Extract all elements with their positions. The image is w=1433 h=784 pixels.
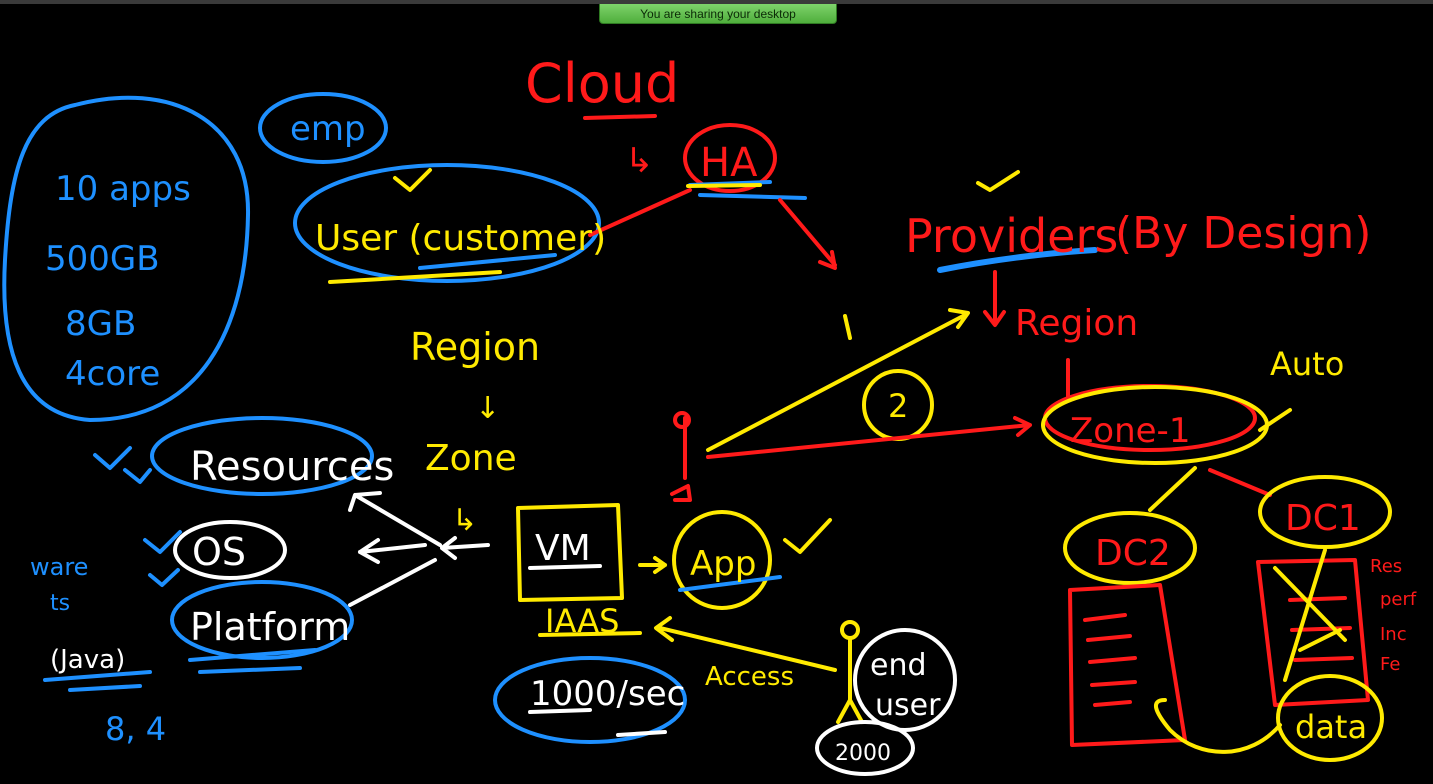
region-red-label: Region [1015, 303, 1138, 344]
arrow-to-os [358, 538, 427, 564]
spec-storage: 500GB [45, 239, 160, 279]
app-to-zone-line [706, 416, 1032, 459]
java-underline [43, 670, 152, 692]
per-sec-underline [528, 708, 667, 737]
resources-label: Resources [190, 444, 394, 490]
providers-underline [937, 247, 1098, 273]
platform-oval [170, 580, 354, 660]
providers-label: Providers [905, 209, 1118, 263]
ha-arrow-glyph: ↳ [625, 141, 654, 181]
arrow-to-platform [348, 558, 437, 607]
region-zone-arrow-glyph: ↓ [475, 391, 500, 426]
region-arrow [983, 270, 1006, 327]
os-oval [173, 520, 287, 580]
emp-label: emp [290, 109, 366, 149]
red-pin-head [673, 411, 691, 429]
dc1-rack [1256, 558, 1370, 707]
os-label: OS [192, 530, 246, 574]
java-label: (Java) [50, 645, 125, 675]
app-to-region-line [706, 308, 970, 452]
auto-label: Auto [1270, 345, 1344, 383]
app-underline [678, 575, 782, 592]
ha-label: HA [700, 140, 758, 186]
dc2-rack [1068, 583, 1187, 747]
access-label: Access [705, 662, 794, 692]
spec-cores: 4core [65, 354, 160, 394]
circle-2-label: 2 [888, 387, 908, 425]
data-label: data [1295, 708, 1367, 746]
sharing-banner[interactable]: You are sharing your desktop [599, 4, 837, 24]
data-loop [1154, 698, 1282, 754]
user-customer-label: User (customer) [315, 218, 606, 259]
iaas-underline [538, 631, 642, 637]
ha-arrow-down [778, 198, 837, 270]
dc1-label-fe: Fe [1380, 654, 1400, 675]
vm-box [516, 503, 624, 602]
auto-link [1258, 408, 1292, 432]
user-check [393, 168, 432, 192]
dc1-label: DC1 [1285, 498, 1361, 539]
red-pin [670, 416, 692, 502]
resources-oval [150, 416, 374, 496]
app-label: App [690, 544, 756, 584]
eight-four-label: 8, 4 [105, 710, 166, 748]
end-user-line-1: end [870, 648, 927, 683]
yellow-down-tick [843, 314, 852, 340]
specs-circle [2, 95, 251, 422]
zone-arrow-glyph: ↳ [452, 503, 477, 538]
emp-circle [258, 92, 388, 164]
end-user-line-2: user [875, 688, 941, 723]
cloud-underline [583, 114, 657, 120]
vm-underline [528, 564, 602, 570]
ha-circle [683, 123, 777, 193]
user-underline [328, 270, 502, 284]
app-check [783, 518, 832, 554]
ha-yellow-underline [686, 183, 762, 188]
dc1-label-res: Res [1370, 556, 1402, 577]
platform-label: Platform [190, 605, 350, 649]
user-ha-link [588, 188, 692, 237]
end-user-figure [836, 638, 864, 724]
vm-arrow [440, 536, 490, 560]
end-user-head [840, 620, 860, 640]
two-k-label: 2000 [835, 741, 891, 766]
ware-label: ware [30, 553, 88, 581]
access-arrow [654, 616, 837, 672]
region-yellow-label: Region [410, 325, 540, 369]
iaas-label: IAAS [545, 602, 619, 640]
per-sec-oval [493, 656, 687, 744]
data-oval [1276, 674, 1384, 762]
app-circle [672, 510, 772, 610]
arrow-to-resources [348, 491, 442, 547]
ware-sub-label: ts [50, 591, 70, 616]
platform-underline [188, 648, 317, 674]
cloud-label: Cloud [525, 52, 679, 115]
zone-yellow-label: Zone [425, 438, 517, 479]
customer-underline [418, 253, 557, 270]
dc1-oval [1258, 475, 1392, 549]
os-checks [143, 530, 182, 587]
dc2-oval [1063, 511, 1197, 585]
top-bar [0, 0, 1433, 4]
zone-to-dc2 [1148, 466, 1197, 512]
per-sec-label: 1000/sec [530, 674, 685, 714]
dc2-rack-rows [1083, 613, 1137, 707]
dc2-label: DC2 [1095, 533, 1171, 574]
vm-to-app-arrow [638, 556, 667, 574]
providers-check [976, 170, 1020, 192]
two-k-oval [815, 720, 915, 776]
vm-label: VM [535, 528, 591, 569]
dc1-cross [1273, 548, 1347, 682]
end-user-oval [853, 628, 957, 732]
zone-1-label: Zone-1 [1070, 411, 1190, 451]
resources-checks [93, 446, 152, 484]
dc1-label-inc: Inc [1380, 624, 1407, 645]
dc1-label-perf: perf [1380, 589, 1417, 610]
user-customer-circle [293, 163, 601, 283]
zone-to-dc1 [1208, 468, 1272, 497]
spec-apps: 10 apps [55, 169, 191, 209]
spec-memory: 8GB [65, 304, 136, 344]
by-design-label: (By Design) [1115, 208, 1371, 259]
